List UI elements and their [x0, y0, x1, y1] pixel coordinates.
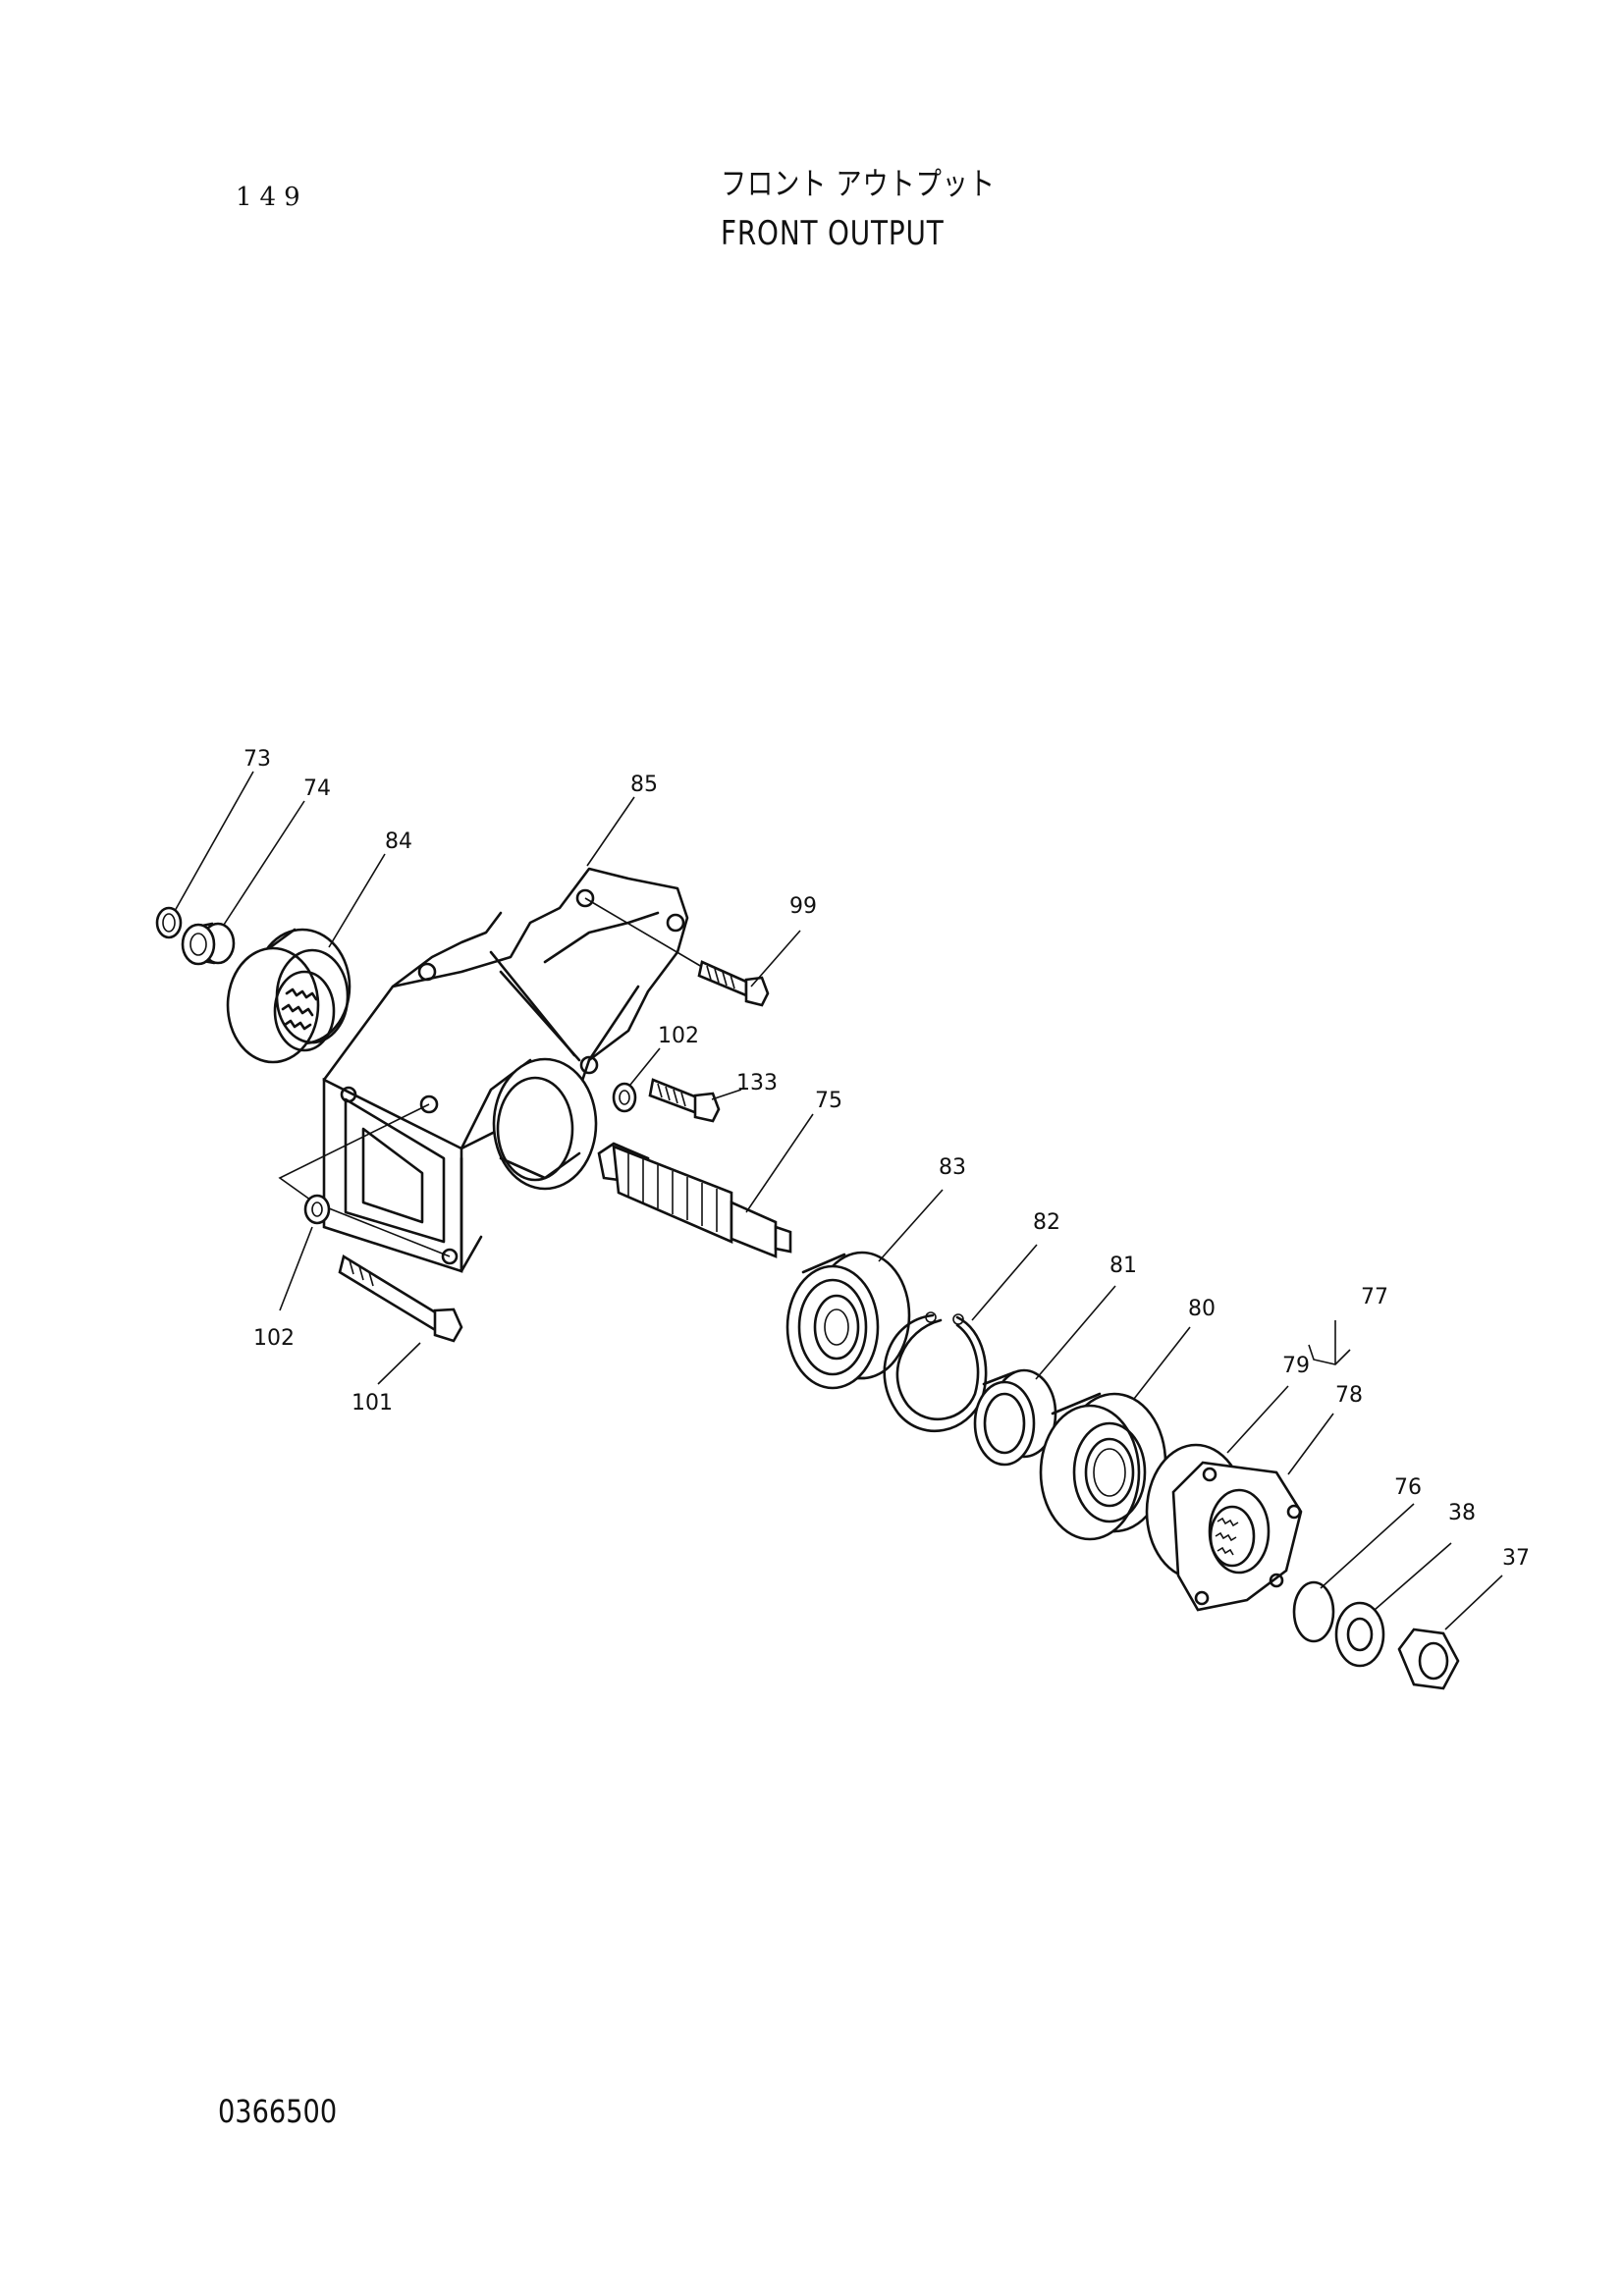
part-85-housing: [322, 867, 689, 1273]
callout-75: 75: [815, 1089, 842, 1113]
callout-82: 82: [1033, 1210, 1060, 1235]
part-75-shaft: [597, 1142, 792, 1258]
part-133-bolt: [648, 1078, 721, 1123]
part-73-snap-ring: [155, 906, 183, 939]
leader-102b: [278, 1103, 451, 1257]
leader-99-hole: [584, 897, 703, 968]
part-84-gear: [226, 928, 352, 1064]
page-number: 149: [236, 183, 308, 212]
part-78-flange: [1171, 1461, 1303, 1612]
part-101-bolt: [338, 1254, 463, 1343]
part-81-collar: [973, 1368, 1057, 1467]
callout-85: 85: [630, 773, 658, 797]
part-80-oil-seal: [1039, 1392, 1167, 1541]
title-japanese: フロント アウトプット: [721, 165, 996, 202]
part-102-washer-top: [612, 1082, 637, 1113]
callout-80: 80: [1188, 1297, 1216, 1321]
callout-81: 81: [1109, 1254, 1137, 1278]
part-99-bolt: [697, 960, 770, 1007]
callout-76: 76: [1394, 1475, 1422, 1500]
callout-83: 83: [939, 1155, 966, 1180]
title-english: FRONT OUTPUT: [721, 214, 945, 253]
document-code: 0366500: [218, 2093, 338, 2130]
part-102-washer-bottom: [303, 1194, 331, 1225]
callout-133: 133: [736, 1071, 778, 1095]
callout-99: 99: [789, 894, 817, 919]
part-74-needle-bearing: [181, 922, 236, 966]
part-76-o-ring: [1292, 1580, 1335, 1643]
callout-102-bottom: 102: [253, 1326, 295, 1351]
callout-102-top: 102: [658, 1024, 699, 1048]
callout-37: 37: [1502, 1546, 1530, 1571]
part-83-bearing: [785, 1251, 911, 1390]
callout-84: 84: [385, 829, 412, 854]
callout-73: 73: [243, 747, 271, 772]
callout-79: 79: [1282, 1354, 1310, 1378]
callout-77: 77: [1361, 1285, 1388, 1309]
callout-78: 78: [1335, 1383, 1363, 1408]
part-37-nut: [1397, 1628, 1460, 1690]
callout-38: 38: [1448, 1501, 1476, 1525]
part-38-washer: [1334, 1601, 1385, 1668]
callout-74: 74: [303, 776, 331, 801]
callout-leaders: [174, 771, 1503, 1630]
callout-101: 101: [352, 1391, 393, 1415]
part-82-snap-ring: [883, 1311, 988, 1433]
